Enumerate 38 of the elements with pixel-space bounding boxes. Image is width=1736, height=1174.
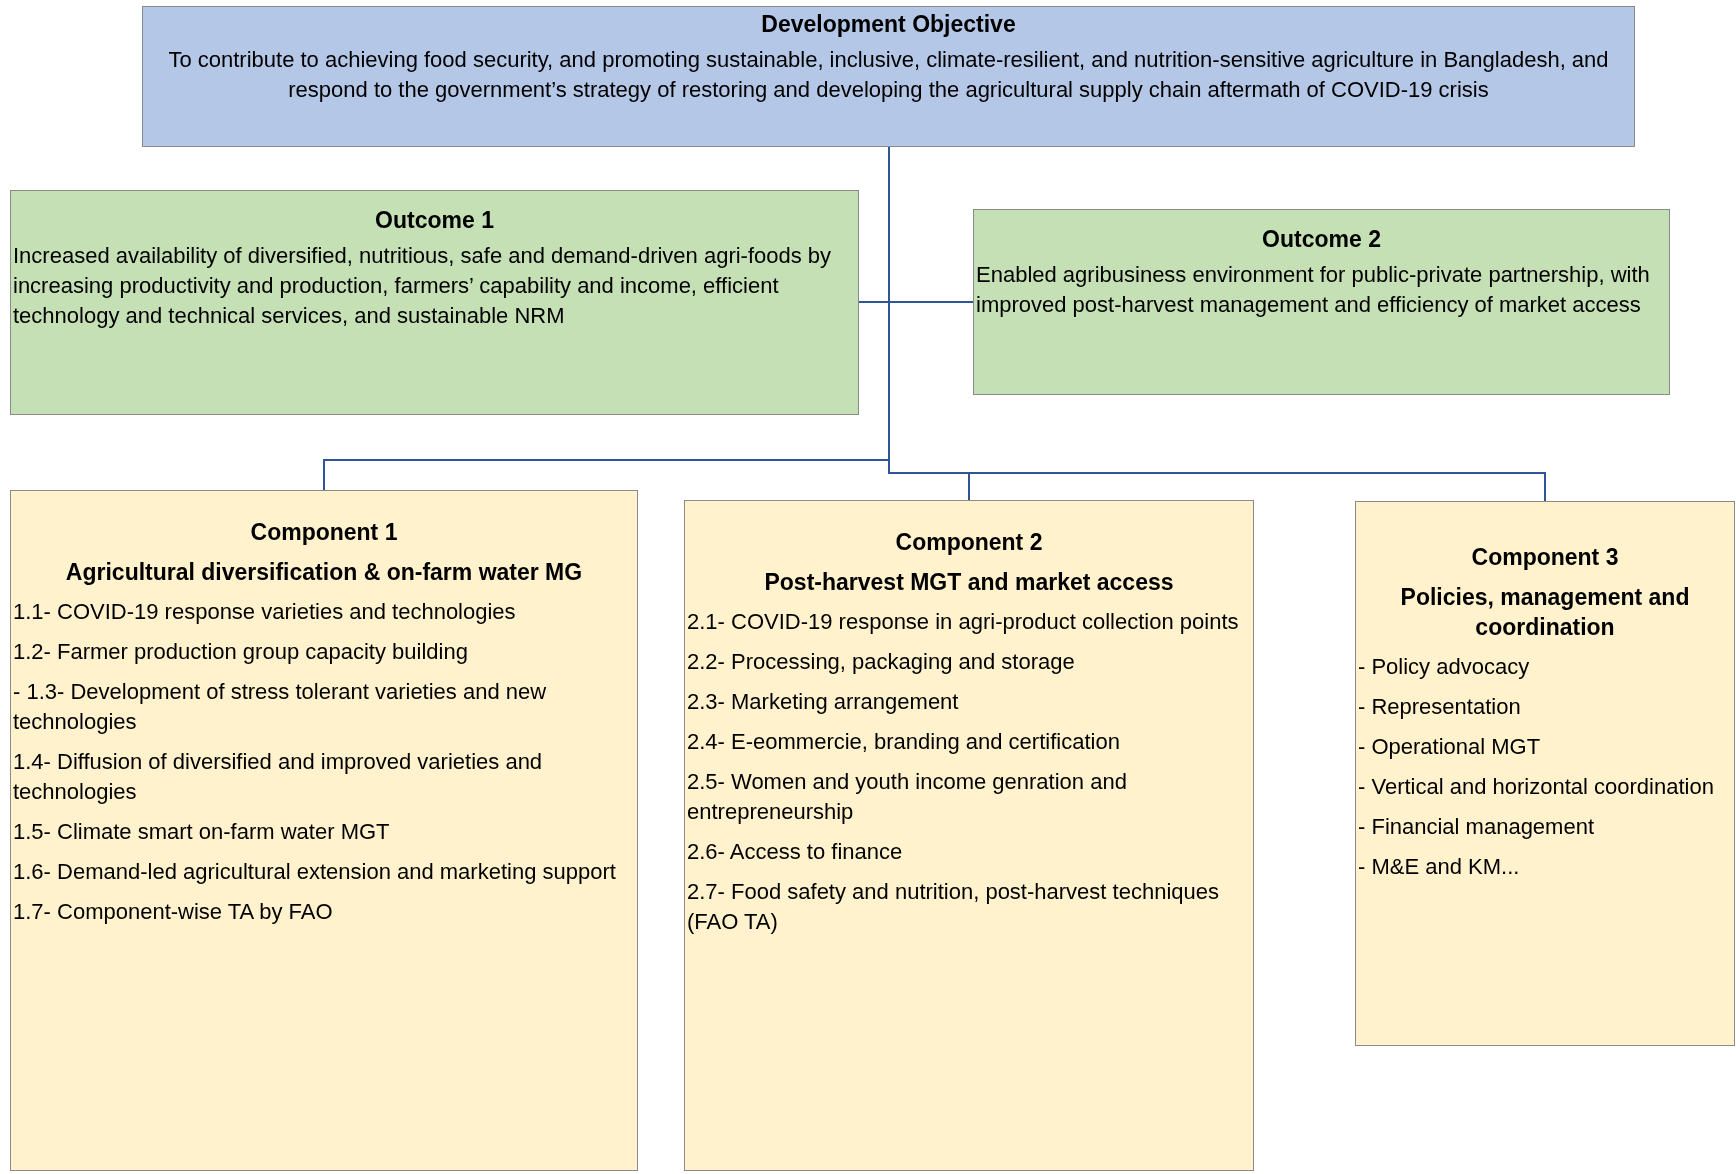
list-item: 1.4- Diffusion of diversified and improved varieties and technologies xyxy=(13,748,544,806)
heading-text: Component 2 xyxy=(894,528,1044,557)
list-item: 2.6- Access to finance xyxy=(687,838,904,866)
body-text: Increased availability of diversified, nutritious, safe and demand-driven agri-foods by increasing productivity and production, farmers’ capability and income, efficient technology and technical services, and sustainable NRM xyxy=(13,242,833,330)
outcome-box xyxy=(10,190,859,415)
list-item: 1.5- Climate smart on-farm water MGT xyxy=(13,818,391,846)
heading-text: Policies, management and coordination xyxy=(1399,583,1691,642)
list-item: - Operational MGT xyxy=(1358,733,1542,761)
list-item: - M&E and KM... xyxy=(1358,853,1521,881)
heading-text: Component 3 xyxy=(1470,543,1620,572)
component-box xyxy=(10,490,638,1171)
list-item: - Vertical and horizontal coordination xyxy=(1358,773,1715,801)
list-item: - Policy advocacy xyxy=(1358,653,1531,681)
component-box xyxy=(1355,501,1735,1046)
list-item: 1.6- Demand-led agricultural extension and marketing support xyxy=(13,858,617,886)
list-item: 1.7- Component-wise TA by FAO xyxy=(13,898,334,926)
list-item: 1.1- COVID-19 response varieties and technologies xyxy=(13,598,517,626)
list-item: 2.5- Women and youth income genration and entrepreneurship xyxy=(687,768,1128,826)
heading-text: Outcome 1 xyxy=(374,206,495,235)
list-item: 2.7- Food safety and nutrition, post-harvest techniques (FAO TA) xyxy=(687,878,1220,936)
list-item: 1.2- Farmer production group capacity building xyxy=(13,638,469,666)
list-item: - Representation xyxy=(1358,693,1522,721)
outcome-box xyxy=(973,209,1670,395)
body-text: To contribute to achieving food security, and promoting sustainable, inclusive, climate-resilient, and nutrition-sensitive agriculture in Bangladesh, and respond to the government’s strategy of restoring and developing the agricultural supply chain aftermath of COVID-19 crisis xyxy=(167,46,1610,104)
list-item: 2.1- COVID-19 response in agri-product collection points xyxy=(687,608,1240,636)
heading-text: Agricultural diversification & on-farm water MG xyxy=(64,558,584,587)
list-item: 2.4- E-eommercie, branding and certification xyxy=(687,728,1121,756)
list-item: 2.3- Marketing arrangement xyxy=(687,688,960,716)
objective-box xyxy=(142,6,1635,147)
heading-text: Post-harvest MGT and market access xyxy=(763,568,1175,597)
list-item: 2.2- Processing, packaging and storage xyxy=(687,648,1076,676)
heading-text: Component 1 xyxy=(249,518,399,547)
heading-text: Outcome 2 xyxy=(1261,225,1382,254)
list-item: - Financial management xyxy=(1358,813,1595,841)
heading-text: Development Objective xyxy=(760,10,1017,39)
list-item: - 1.3- Development of stress tolerant varieties and new technologies xyxy=(13,678,548,736)
component-box xyxy=(684,500,1254,1171)
body-text: Enabled agribusiness environment for public-private partnership, with improved post-harvest management and efficiency of market access xyxy=(976,261,1651,319)
